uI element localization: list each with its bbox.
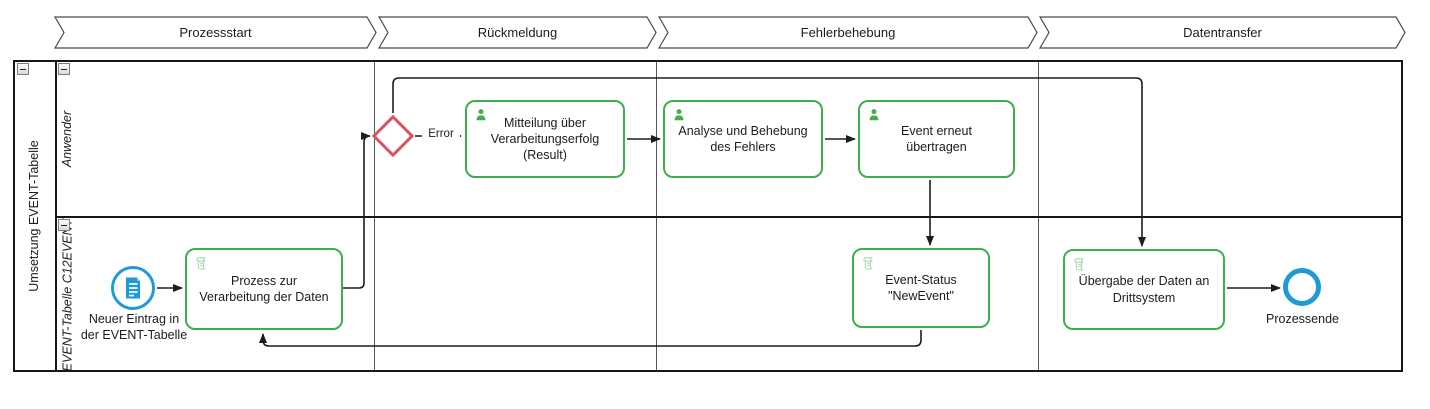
task-label: Event erneut übertragen: [901, 123, 972, 154]
document-icon: [126, 277, 140, 299]
lane-label-anwender[interactable]: Anwender: [60, 110, 74, 168]
lane-label-event-tabelle[interactable]: EVENT-Tabelle C12EVENT: [60, 218, 75, 372]
user-task-icon: [869, 109, 879, 121]
lane-divider: [55, 216, 1403, 218]
phase-chevron-rueckmeldung[interactable]: [377, 16, 657, 49]
task-label: Event-Status "NewEvent": [885, 272, 957, 303]
phase-label-rueckmeldung: Rückmeldung: [477, 25, 558, 40]
task-analyse-behebung[interactable]: Analyse und Behebung des Fehlers: [663, 100, 823, 178]
task-prozess-zur-verarbeitung[interactable]: Prozess zur Verarbeitung der Daten: [185, 248, 343, 330]
user-task-icon: [476, 109, 486, 121]
task-label: Prozess zur Verarbeitung der Daten: [199, 273, 329, 304]
lane1-collapse-icon[interactable]: [58, 63, 70, 75]
pool-collapse-icon[interactable]: [17, 63, 29, 75]
task-label: Übergabe der Daten an Drittsystem: [1078, 274, 1210, 305]
task-event-erneut-uebertragen[interactable]: Event erneut übertragen: [858, 100, 1015, 178]
phase-band: [53, 16, 1406, 49]
flow-error-label: Error: [422, 128, 460, 140]
script-task-icon: [863, 257, 873, 270]
task-label: Mitteilung über Verarbeitungserfolg (Res…: [490, 115, 600, 163]
end-event[interactable]: [1283, 268, 1321, 306]
task-mitteilung-verarbeitungserfolg[interactable]: Mitteilung über Verarbeitungserfolg (Res…: [465, 100, 625, 178]
start-event[interactable]: [111, 266, 155, 310]
start-event-label: Neuer Eintrag in der EVENT-Tabelle: [80, 312, 188, 343]
script-task-icon: [1074, 258, 1084, 271]
task-label: Analyse und Behebung des Fehlers: [678, 123, 808, 154]
script-task-icon: [196, 257, 206, 270]
phase-label-datentransfer: Datentransfer: [1183, 25, 1262, 40]
phase-chevron-fehlerbehebung[interactable]: [657, 16, 1038, 49]
user-task-icon: [674, 109, 684, 121]
task-uebergabe-drittsystem[interactable]: Übergabe der Daten an Drittsystem: [1063, 249, 1225, 330]
phase-label-prozessstart: Prozessstart: [179, 25, 252, 40]
end-event-label: Prozessende: [1266, 312, 1339, 326]
lane2-collapse-icon[interactable]: [58, 219, 70, 231]
phase-label-fehlerbehebung: Fehlerbehebung: [800, 25, 896, 40]
phase-chevron-datentransfer[interactable]: [1038, 16, 1406, 49]
phase-chevron-prozessstart[interactable]: [53, 16, 377, 49]
task-event-status-newevent[interactable]: Event-Status "NewEvent": [852, 248, 990, 328]
pool-label[interactable]: Umsetzung EVENT-Tabelle: [27, 140, 41, 292]
